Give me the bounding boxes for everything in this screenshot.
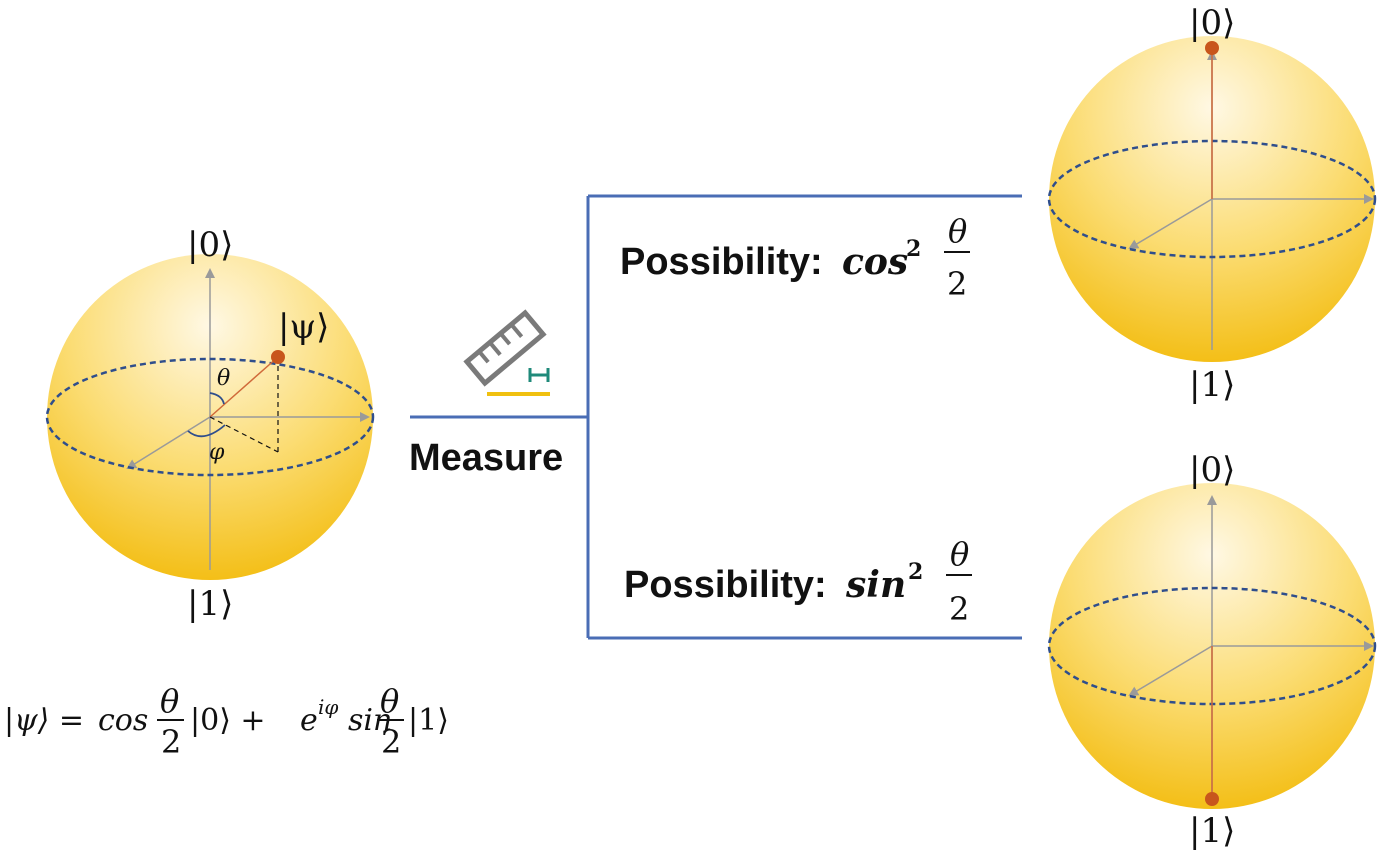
left-state-label: |ψ⟩	[278, 307, 329, 347]
top-frac-num: θ	[948, 212, 967, 250]
left-theta-arc	[209, 392, 225, 405]
top-possibility: Possibility: cos 2 θ 2	[620, 212, 970, 303]
bottom-frac-den: 2	[949, 590, 969, 628]
measure-label: Measure	[409, 437, 563, 479]
left-theta-label: θ	[217, 366, 230, 391]
formula-cos: cos	[98, 703, 148, 738]
measure-section: Measure	[409, 309, 563, 479]
formula-ket1: |1⟩	[408, 703, 449, 738]
top-state-dot	[1205, 41, 1219, 55]
top-bloch-sphere: |0⟩ |1⟩	[1047, 3, 1377, 405]
left-x-axis	[126, 416, 211, 470]
state-formula: |ψ⟩ = cos θ 2 |0⟩ + e iφ sin θ 2 |1⟩	[4, 682, 449, 761]
ruler-icon	[463, 309, 547, 387]
formula-exp-sup: iφ	[318, 695, 338, 719]
left-phi-label: φ	[209, 440, 225, 465]
top-possibility-prefix: Possibility:	[620, 241, 823, 283]
left-bloch-sphere: |0⟩ |1⟩ |ψ⟩ θ φ	[45, 225, 375, 624]
bottom-ket-one: |1⟩	[1189, 811, 1235, 850]
bottom-possibility-sup: 2	[908, 559, 923, 585]
left-projection-horizontal	[209, 416, 279, 453]
branch-lines	[410, 194, 1022, 640]
bottom-possibility-func: sin	[845, 564, 906, 606]
formula-frac2-den: 2	[381, 723, 401, 761]
top-possibility-sup: 2	[906, 236, 921, 262]
top-frac-den: 2	[947, 265, 967, 303]
top-x-axis	[1128, 198, 1213, 250]
formula-exp-base: e	[300, 703, 318, 738]
formula-lhs: |ψ⟩ =	[4, 703, 84, 738]
formula-ket0: |0⟩ +	[190, 703, 266, 738]
bottom-x-axis	[1128, 645, 1213, 697]
left-state-vector	[209, 356, 279, 418]
formula-frac1-num: θ	[160, 682, 179, 720]
left-state-dot	[271, 350, 285, 364]
left-equator	[45, 357, 375, 477]
left-ket-zero: |0⟩	[187, 225, 233, 265]
formula-frac1-den: 2	[161, 723, 181, 761]
formula-frac2-num: θ	[380, 682, 399, 720]
measure-tick-icon	[528, 368, 550, 382]
top-ket-zero: |0⟩	[1189, 3, 1235, 43]
left-ket-one: |1⟩	[187, 584, 233, 624]
top-ket-one: |1⟩	[1189, 365, 1235, 405]
bottom-possibility-prefix: Possibility:	[624, 564, 827, 606]
left-phi-arc	[187, 424, 226, 438]
bottom-ket-zero: |0⟩	[1189, 450, 1235, 490]
bottom-state-dot	[1205, 792, 1219, 806]
bottom-possibility: Possibility: sin 2 θ 2	[624, 535, 972, 628]
bottom-bloch-sphere: |0⟩ |1⟩	[1047, 450, 1377, 850]
top-possibility-func: cos	[842, 241, 908, 283]
bottom-frac-num: θ	[950, 535, 969, 573]
